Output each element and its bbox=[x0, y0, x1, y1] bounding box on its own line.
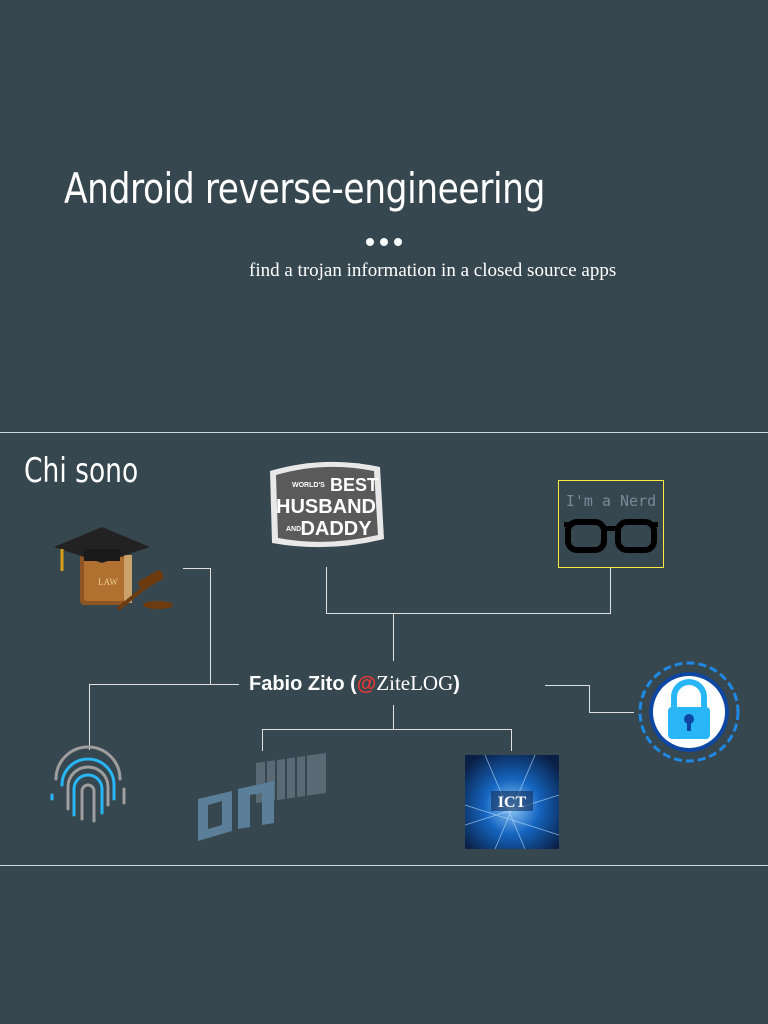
padlock-icon bbox=[638, 661, 740, 763]
svg-text:WORLD'S: WORLD'S bbox=[292, 482, 325, 489]
fingerprint-icon bbox=[50, 745, 126, 823]
connector-line bbox=[210, 568, 211, 684]
connector-line bbox=[89, 684, 90, 750]
connector-line bbox=[183, 568, 211, 569]
connector-line bbox=[262, 729, 263, 751]
presentation-title: Android reverse-engineering bbox=[64, 164, 545, 213]
about-me-slide: Chi sono Fabio Zito (@ZiteLOG) LAW WORLD… bbox=[0, 433, 768, 865]
company-logo-icon bbox=[198, 753, 326, 841]
next-slide bbox=[0, 866, 768, 1024]
title-slide: Android reverse-engineering find a troja… bbox=[0, 0, 768, 432]
connector-line bbox=[545, 685, 590, 686]
slide-divider bbox=[0, 865, 768, 866]
husband-daddy-badge: WORLD'S BEST HUSBAND AND DADDY bbox=[270, 461, 384, 548]
presentation-subtitle: find a trojan information in a closed so… bbox=[249, 260, 617, 281]
connector-line bbox=[393, 705, 394, 729]
connector-line bbox=[89, 684, 239, 685]
section-title: Chi sono bbox=[24, 451, 139, 491]
connector-line bbox=[393, 613, 394, 661]
slide-divider bbox=[0, 432, 768, 433]
svg-text:AND: AND bbox=[286, 526, 301, 533]
person-name: Fabio Zito (@ZiteLOG) bbox=[249, 671, 460, 695]
graduation-law-icon: LAW bbox=[54, 527, 173, 611]
connector-line bbox=[589, 712, 634, 713]
svg-text:BEST: BEST bbox=[330, 475, 378, 495]
connector-line bbox=[511, 729, 512, 751]
connector-line bbox=[326, 567, 327, 614]
connector-line bbox=[589, 685, 590, 713]
connector-line bbox=[262, 729, 512, 730]
ict-icon: ICT bbox=[465, 755, 559, 849]
ellipsis-dots bbox=[366, 238, 402, 246]
svg-text:DADDY: DADDY bbox=[300, 518, 372, 540]
connector-line bbox=[326, 613, 611, 614]
svg-text:LAW: LAW bbox=[98, 577, 118, 587]
svg-text:HUSBAND: HUSBAND bbox=[276, 496, 376, 518]
nerd-glasses-icon: I'm a Nerd bbox=[558, 480, 664, 568]
svg-text:ICT: ICT bbox=[498, 794, 527, 811]
svg-text:I'm a Nerd: I'm a Nerd bbox=[566, 492, 656, 510]
connector-line bbox=[610, 567, 611, 614]
